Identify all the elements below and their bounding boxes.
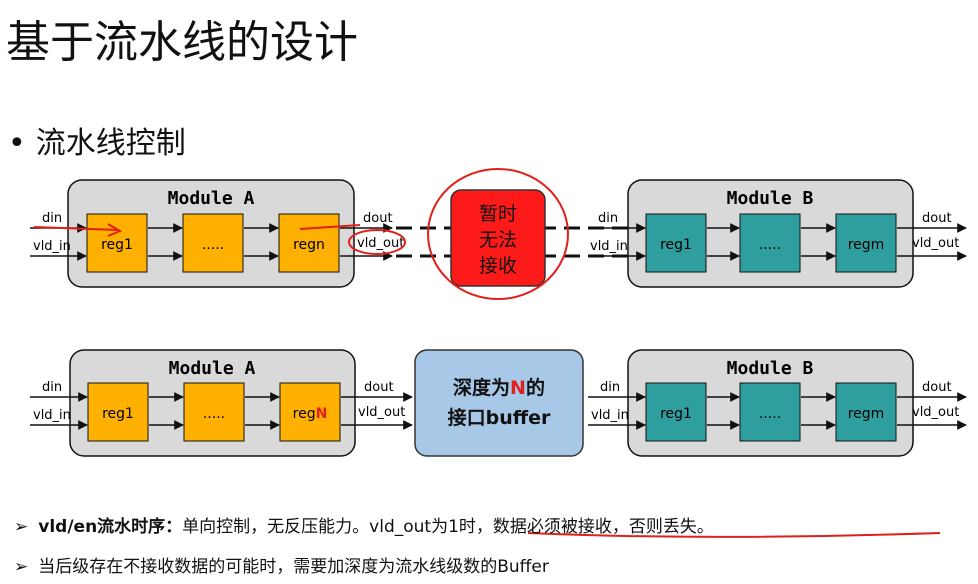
- regm-b-top-label: regm: [848, 237, 885, 253]
- din-label-b-top: din: [598, 211, 618, 226]
- regN-suffix: N: [316, 406, 328, 422]
- regdots-a-bottom: [183, 382, 245, 442]
- vld-in-label-a-top: vld_in: [33, 239, 71, 254]
- section-bullet-text: 流水线控制: [35, 126, 186, 161]
- note-1-bold: vld/en流水时序：: [38, 517, 183, 537]
- module-b-top-wires: [592, 223, 967, 261]
- buffer-depth-suffix: 的: [526, 376, 545, 399]
- buffer-box-line-2: 接口buffer: [448, 407, 551, 429]
- regN-prefix: reg: [293, 406, 316, 422]
- din-label-a-bottom: din: [42, 380, 62, 395]
- din-label-b-bottom: din: [600, 380, 620, 395]
- reg1-b-bottom-label: reg1: [660, 406, 692, 422]
- page-title: 基于流水线的设计: [6, 17, 358, 68]
- reg1-b-top: [645, 213, 707, 273]
- regm-b-bottom-label: regm: [848, 406, 885, 422]
- hand-annotations: [33, 168, 569, 300]
- regN-a-bottom-label: regN: [293, 406, 328, 422]
- buffer-box-line-1: 深度为N的: [453, 376, 545, 399]
- note-1: ➢ vld/en流水时序：单向控制，无反压能力。vld_out为1时，数据必须被接…: [14, 512, 714, 537]
- dout-label-a-bottom: dout: [364, 380, 394, 395]
- buffer-box: [414, 349, 584, 457]
- stall-box: [450, 189, 546, 287]
- vld-in-label-b-bottom: vld_in: [591, 408, 629, 423]
- note-underline-annotation: [527, 532, 941, 538]
- vld-out-label-a-top: vld_out: [357, 236, 404, 251]
- reg1-a-top: [86, 213, 148, 273]
- stall-box-line-1: 暂时: [479, 203, 517, 225]
- module-a-bottom-wires: [30, 392, 413, 430]
- note-2-arrow-icon: ➢: [14, 557, 29, 577]
- section-bullet: •流水线控制: [8, 126, 186, 161]
- reg1-a-bottom-label: reg1: [102, 406, 134, 422]
- buffer-depth-n: N: [510, 377, 526, 399]
- note-1-text-b: 。: [696, 517, 714, 537]
- module-b-bottom-label: Module B: [727, 358, 814, 379]
- vld-in-label-b-top: vld_in: [590, 239, 628, 254]
- stall-box-line-3: 接收: [479, 255, 517, 277]
- regn-a-top: [278, 213, 340, 273]
- note-1-underlined: out为1时，数据必须被接收，否则丢失: [403, 517, 697, 537]
- vld-in-label-a-bottom: vld_in: [33, 408, 71, 423]
- note-2: ➢ 当后级存在不接收数据的可能时，需要加深度为流水线级数的Buffer: [14, 552, 549, 577]
- stalled-connection: [396, 226, 628, 258]
- reg1-a-bottom: [87, 382, 149, 442]
- dout-label-b-bottom: dout: [922, 380, 952, 395]
- reg1-b-top-label: reg1: [660, 237, 692, 253]
- regdots-a-bottom-label: .....: [203, 406, 225, 422]
- vld-out-label-a-bottom: vld_out: [358, 405, 405, 420]
- reg1-b-bottom: [645, 382, 707, 442]
- din-label-a-top: din: [42, 211, 62, 226]
- module-b-bottom-wires: [588, 392, 967, 430]
- regm-b-bottom: [835, 382, 897, 442]
- regdots-a-top: [182, 213, 244, 273]
- reg1-a-top-label: reg1: [101, 237, 133, 253]
- regdots-a-top-label: .....: [202, 237, 224, 253]
- dout-label-a-top: dout: [363, 211, 393, 226]
- note-1-arrow-icon: ➢: [14, 517, 29, 537]
- module-a-top-label: Module A: [168, 188, 255, 209]
- vld-out-label-b-bottom: vld_out: [912, 405, 959, 420]
- vld-out-label-b-top: vld_out: [912, 236, 959, 251]
- note-1-text-a: 单向控制，无反压能力。vld_: [182, 517, 404, 537]
- regdots-b-top-label: .....: [759, 237, 781, 253]
- buffer-depth-text: 深度为: [453, 376, 510, 399]
- note-2-text: 当后级存在不接收数据的可能时，需要加深度为流水线级数的Buffer: [38, 557, 549, 577]
- module-b-top-label: Module B: [727, 188, 814, 209]
- regdots-b-top: [739, 213, 801, 273]
- stall-box-line-2: 无法: [479, 229, 517, 251]
- module-a-bottom-label: Module A: [169, 358, 256, 379]
- regN-a-bottom: [279, 382, 341, 442]
- dout-label-b-top: dout: [922, 211, 952, 226]
- regm-b-top: [835, 213, 897, 273]
- regdots-b-bottom: [739, 382, 801, 442]
- regdots-b-bottom-label: .....: [759, 406, 781, 422]
- regn-a-top-label: regn: [293, 237, 325, 253]
